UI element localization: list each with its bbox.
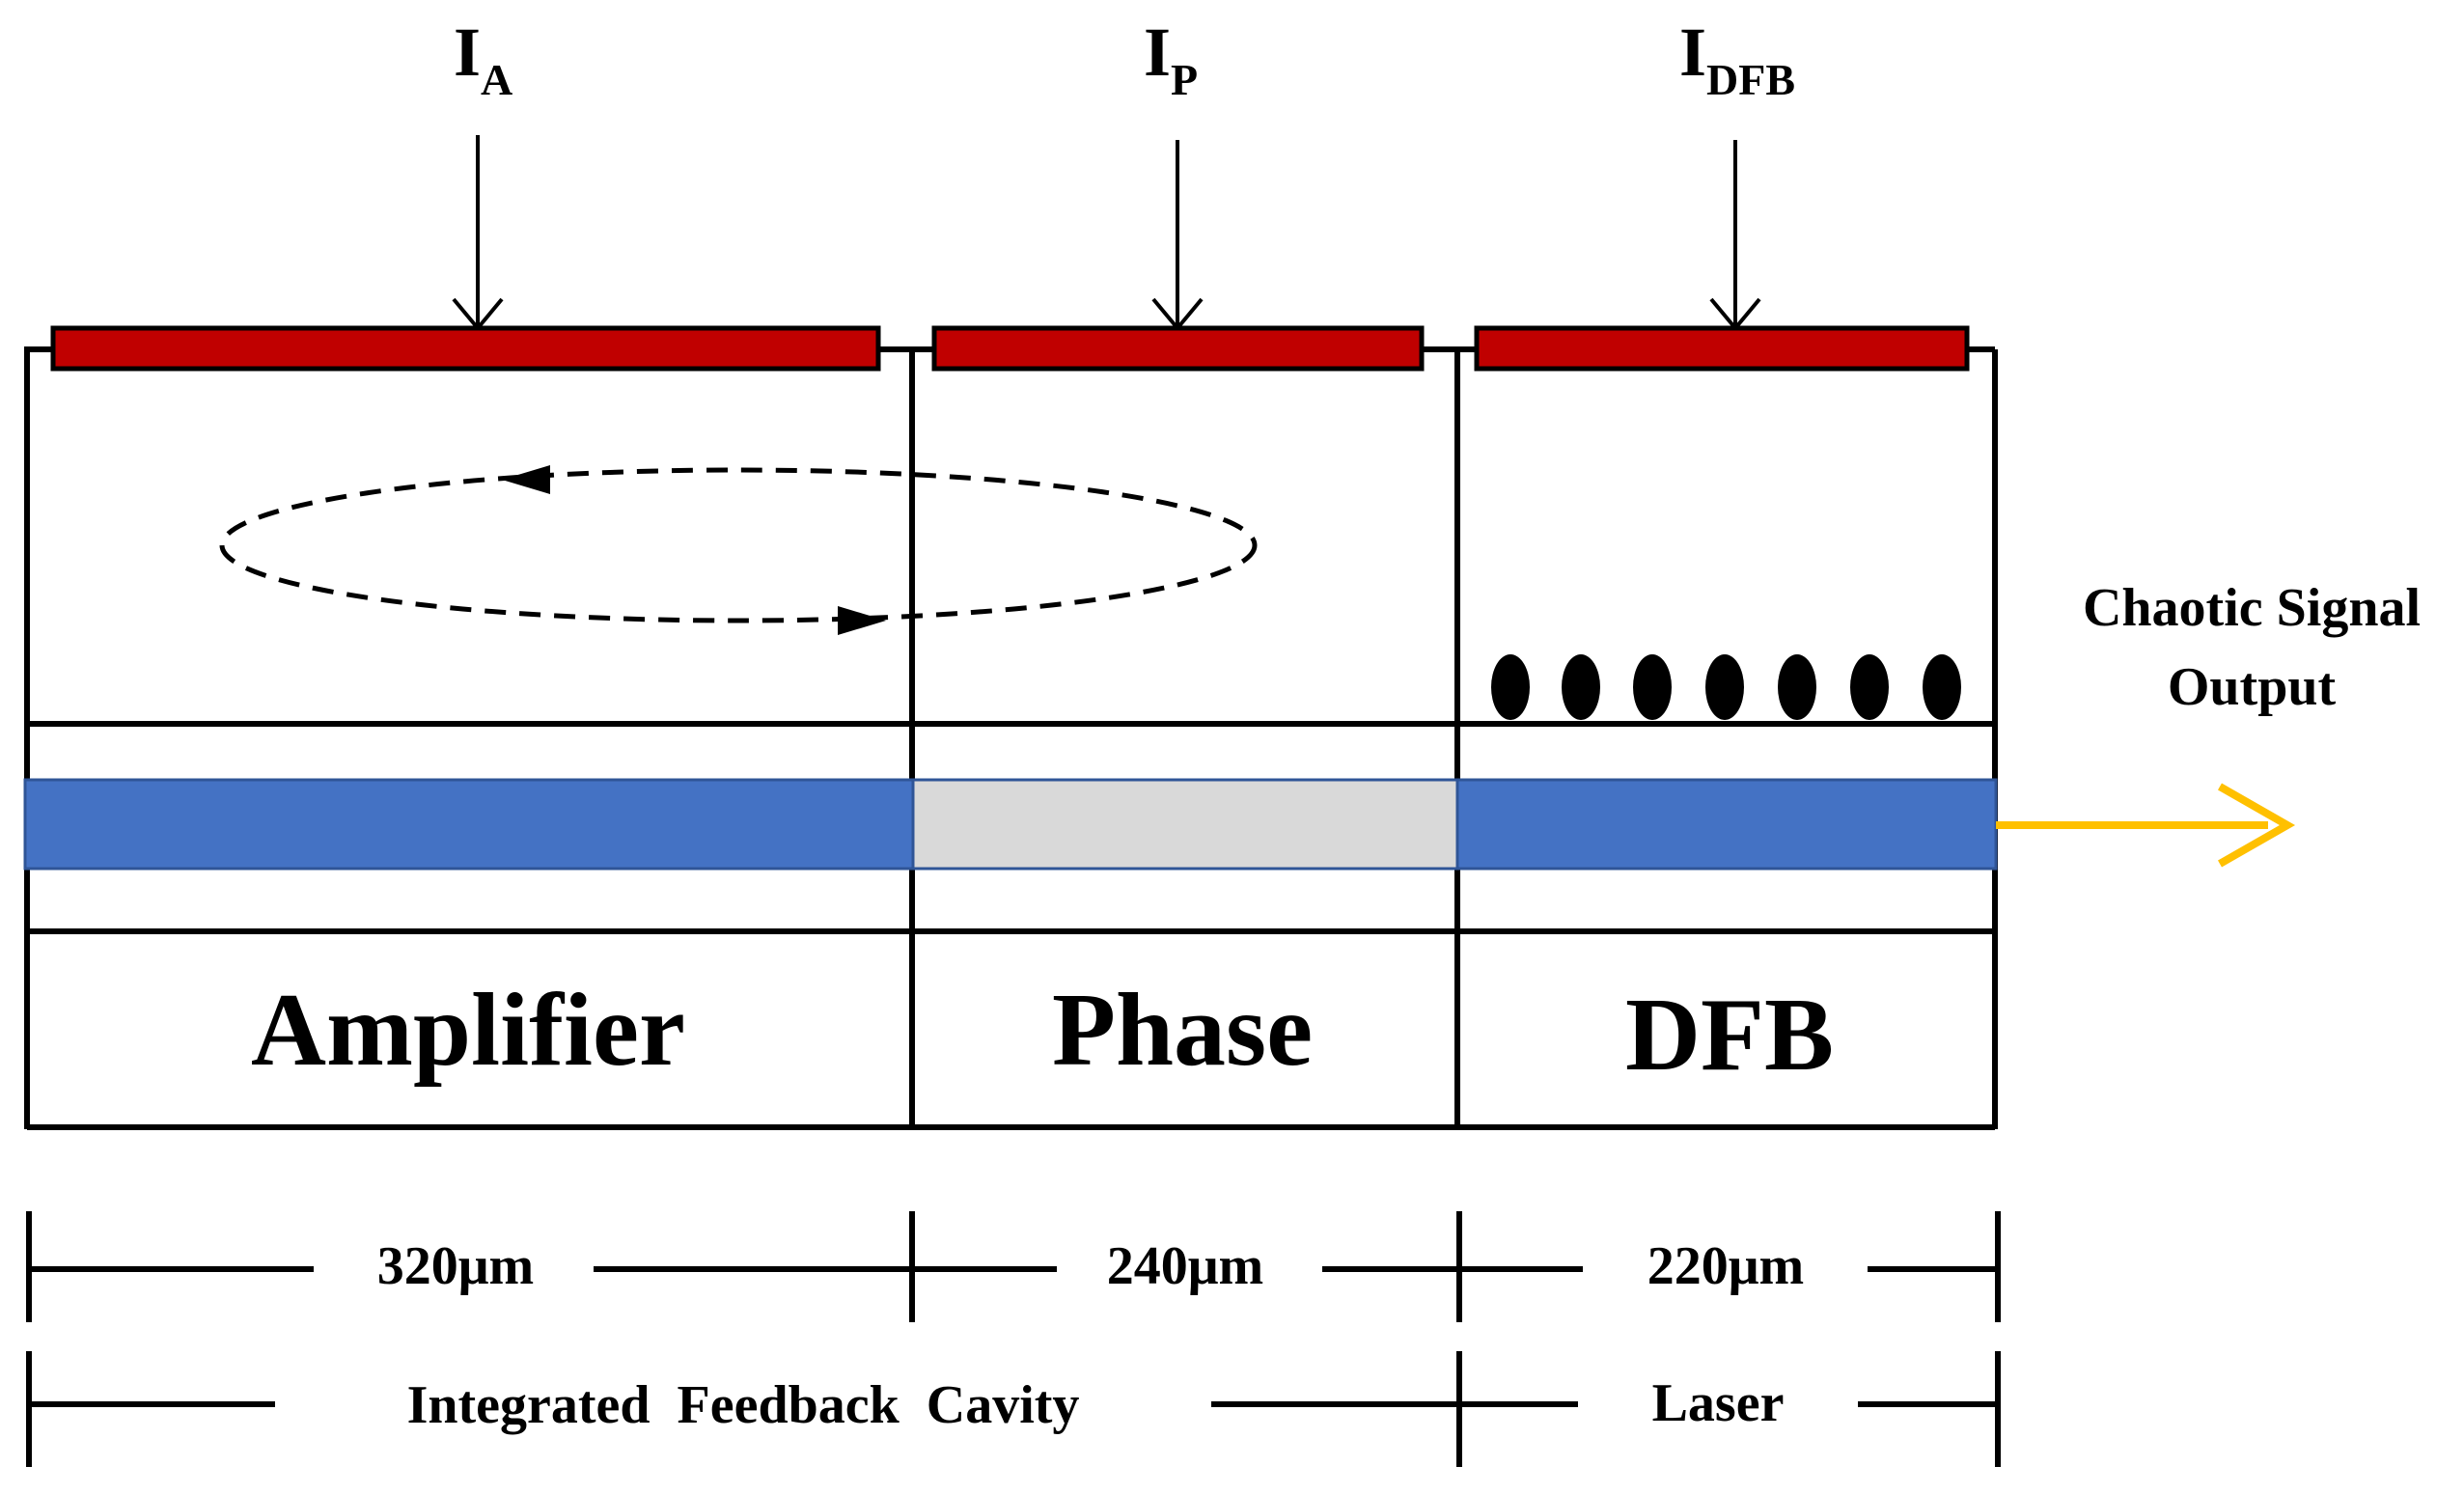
dimension-bar-lengths xyxy=(26,1211,2001,1322)
section-label-phase: Phase xyxy=(1052,973,1313,1088)
waveguide xyxy=(23,778,1998,871)
region-feedback-cavity: Integrated Feedback Cavity xyxy=(407,1375,1080,1435)
feedback-arrow-left xyxy=(502,465,550,494)
dfb-grating xyxy=(1491,654,1961,720)
current-label-amplifier: IA xyxy=(454,14,512,104)
waveguide-amplifier xyxy=(23,778,915,871)
output-label-line2: Output xyxy=(2168,657,2337,717)
dimension-dfb: 220μm xyxy=(1647,1236,1804,1296)
dimension-phase: 240μm xyxy=(1107,1236,1263,1296)
current-label-dfb: IDFB xyxy=(1679,14,1795,104)
waveguide-dfb xyxy=(1455,778,1998,871)
electrode-dfb xyxy=(1474,325,1970,372)
current-arrows xyxy=(452,135,1761,332)
electrode-phase xyxy=(931,325,1425,372)
waveguide-phase xyxy=(911,778,1459,871)
device-upper-body xyxy=(24,346,1998,934)
section-label-amplifier: Amplifier xyxy=(251,973,685,1088)
electrodes xyxy=(50,325,1970,372)
region-laser: Laser xyxy=(1652,1373,1785,1433)
output-arrow xyxy=(1996,783,2296,868)
section-label-dfb: DFB xyxy=(1625,978,1834,1093)
dimension-amplifier: 320μm xyxy=(377,1236,534,1296)
dimension-bar-regions xyxy=(26,1351,2001,1467)
feedback-loop xyxy=(219,465,1258,635)
section-label-row xyxy=(24,931,1998,1130)
electrode-amplifier xyxy=(50,325,881,372)
current-label-phase: IP xyxy=(1144,14,1198,104)
feedback-arrow-right xyxy=(838,606,886,635)
output-label-line1: Chaotic Signal xyxy=(2083,578,2421,638)
